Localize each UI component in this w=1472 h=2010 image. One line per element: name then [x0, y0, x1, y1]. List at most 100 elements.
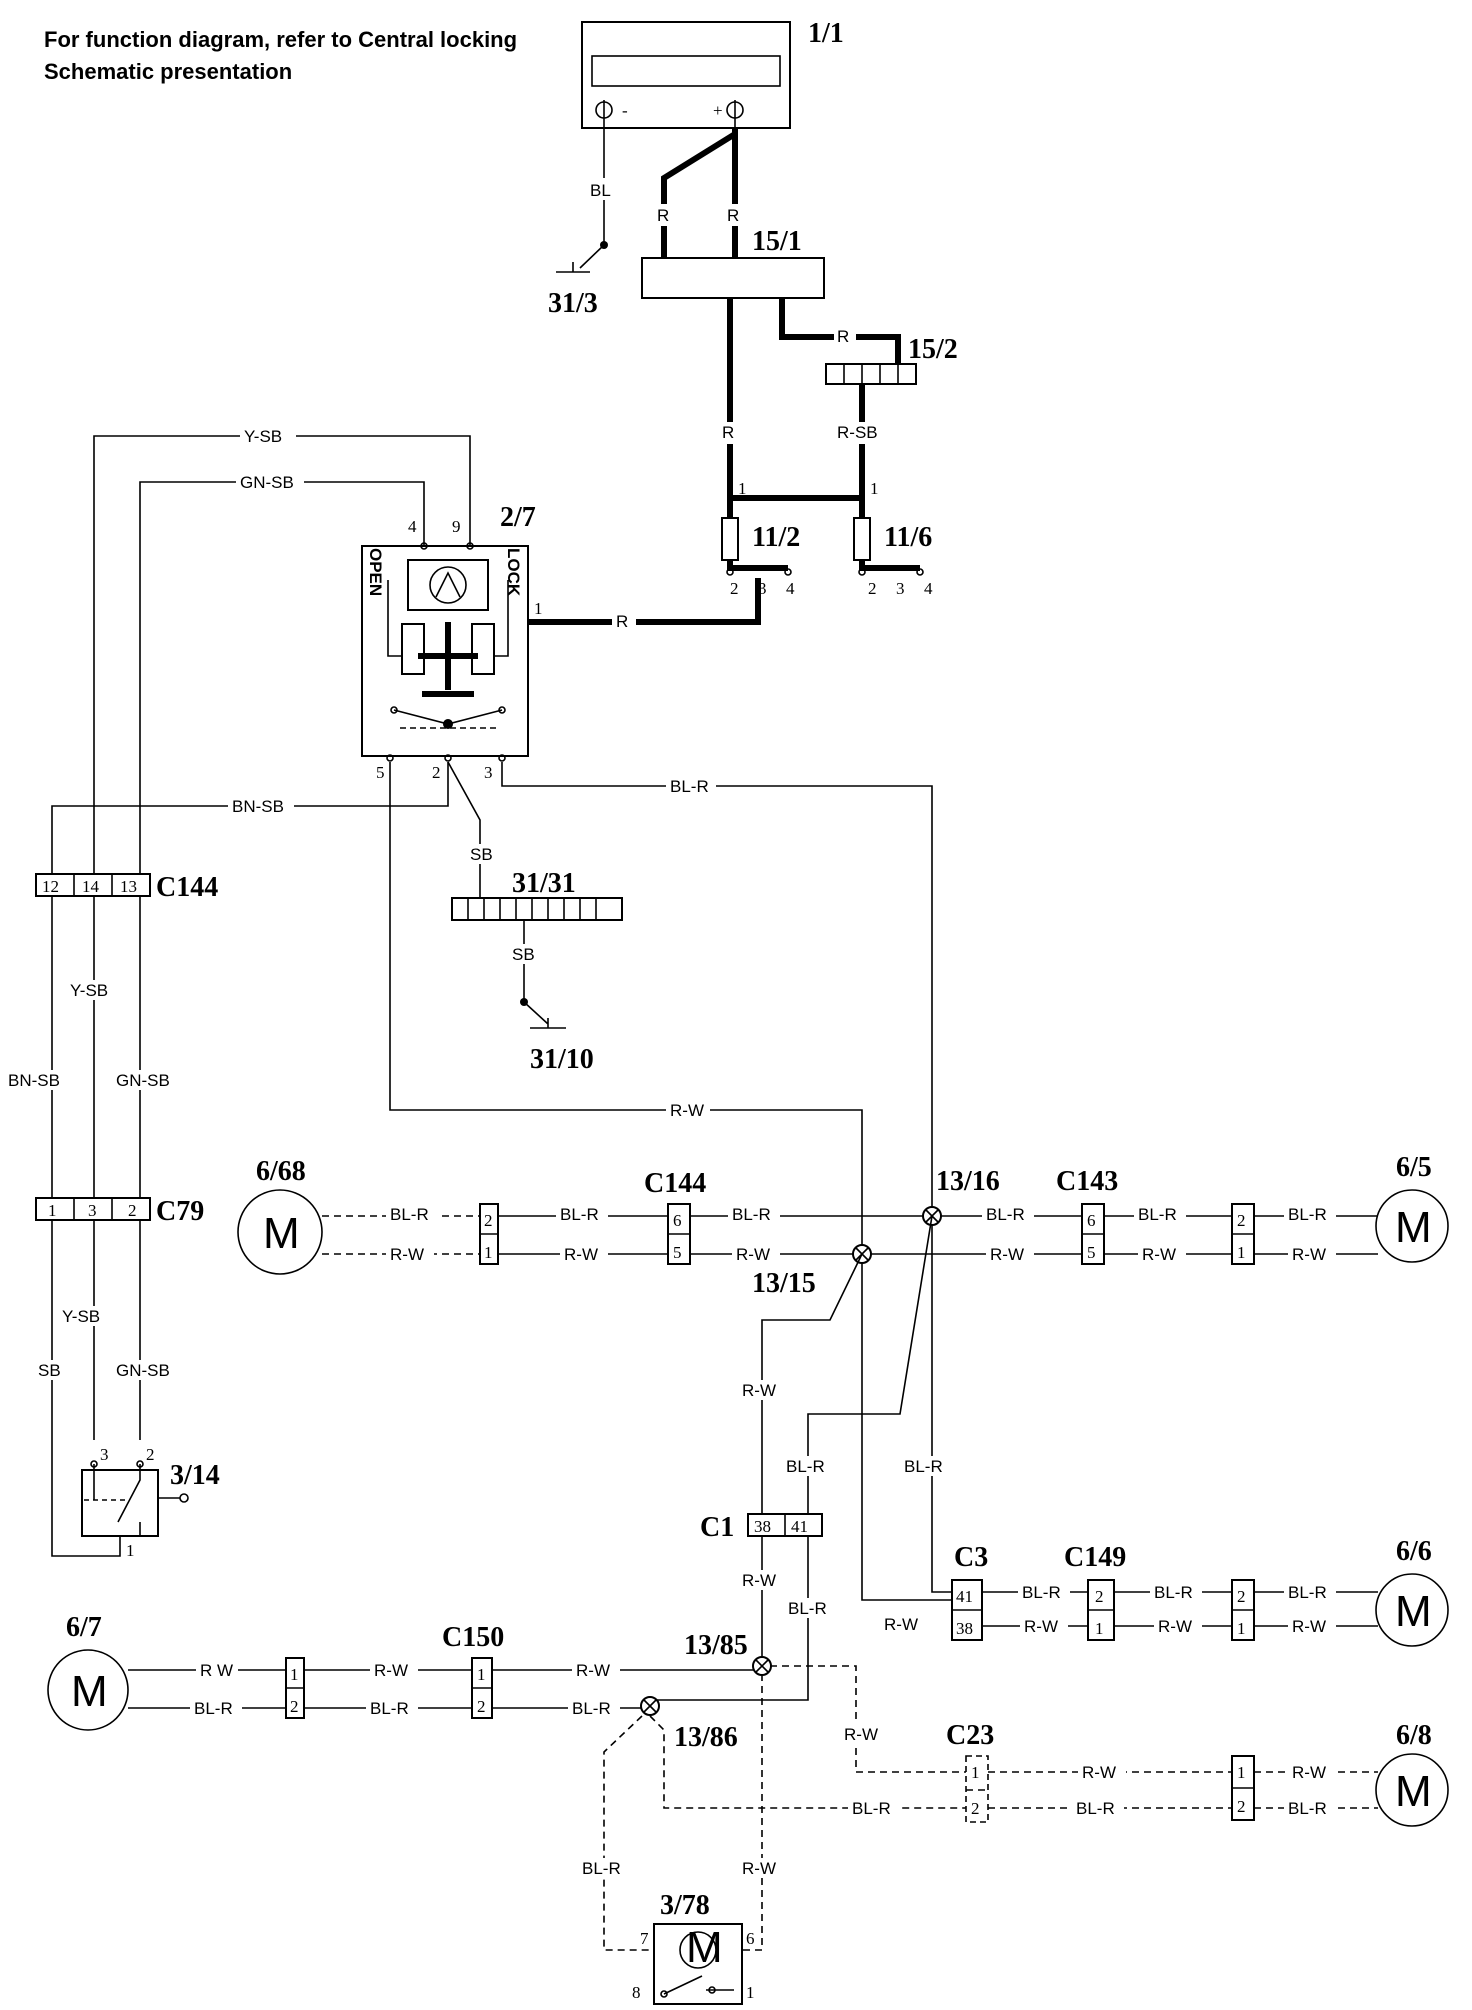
wire-label-r-w-6-5-a: R-W: [1142, 1245, 1176, 1264]
plug-6-6-pin-2: 2: [1237, 1587, 1246, 1606]
switch-lock-label: LOCK: [504, 548, 523, 597]
motor-3-78-pin-6: 6: [746, 1929, 755, 1948]
c3-label: C3: [954, 1542, 988, 1573]
ground-strip-31-31-label: 31/31: [512, 868, 576, 899]
fuse-box-15-1: [641, 257, 825, 299]
plug-6-68-pin-2: 2: [484, 1211, 493, 1230]
wire-label-r-w-6-5-b: R-W: [1292, 1245, 1326, 1264]
switch-3-14-pin-2: 2: [146, 1445, 155, 1464]
fuse-11-6-label: 11/6: [884, 522, 932, 553]
pin-2-11-6: 2: [868, 579, 877, 598]
c3-pin-41: 41: [956, 1587, 973, 1606]
switch-3-14-label: 3/14: [170, 1460, 220, 1491]
connector-6-8-plug: 1 2: [1231, 1755, 1255, 1821]
battery-minus-sign: -: [622, 101, 628, 120]
wire-label-r-w-c150: R-W: [374, 1661, 408, 1680]
motor-6-6-label: 6/6: [1396, 1536, 1432, 1567]
connector-6-7-plug: 1 2: [285, 1657, 305, 1719]
motor-3-78: M 7 6 8 1: [632, 1923, 755, 2005]
connector-c1: 38 41: [747, 1513, 823, 1537]
wire-label-sb-31-31: SB: [470, 845, 493, 864]
pin-1-11-2: 1: [738, 479, 747, 498]
wire-label-r-switch: R: [616, 612, 628, 631]
c3-pin-38: 38: [956, 1619, 973, 1638]
splice-13-86-label: 13/86: [674, 1722, 738, 1753]
pin-5-switch: 5: [376, 763, 385, 782]
wire-label-bl-r-c3: BL-R: [904, 1457, 943, 1476]
motor-3-78-pin-1: 1: [746, 1983, 755, 2002]
motor-3-78-pin-8: 8: [632, 1983, 641, 2002]
wire-label-r-w-6-8-b: R-W: [1292, 1763, 1326, 1782]
wire-label-bl-r-13-16: BL-R: [732, 1205, 771, 1224]
c79-pin-1: 1: [48, 1201, 57, 1220]
motor-6-7-label: 6/7: [66, 1612, 102, 1643]
wire-label-bl-r-3-78: BL-R: [582, 1859, 621, 1878]
connector-c23: 1 2: [965, 1755, 989, 1823]
wire-label-bl-r-13-86-in: BL-R: [572, 1699, 611, 1718]
motor-6-5-label: 6/5: [1396, 1152, 1432, 1183]
wire-label-r-w-c143: R-W: [990, 1245, 1024, 1264]
wire-label-r-w-6-6-a: R-W: [1158, 1617, 1192, 1636]
switch-2-7-label: 2/7: [500, 502, 536, 533]
fuse-15-2-label: 15/2: [908, 334, 958, 365]
motor-6-6: M: [1375, 1573, 1449, 1647]
wire-label-bn-sb-top: BN-SB: [232, 797, 284, 816]
plug-6-7-pin-1: 1: [290, 1665, 299, 1684]
wire-label-bl-r-6-5-a: BL-R: [1138, 1205, 1177, 1224]
wire-label-r-w-13-85: R-W: [742, 1571, 776, 1590]
wire-label-r-w-13-15: R-W: [736, 1245, 770, 1264]
pin-3-11-6: 3: [896, 579, 905, 598]
plug-6-8-pin-1: 1: [1237, 1763, 1246, 1782]
connector-6-5-plug: 2 1: [1231, 1203, 1255, 1265]
c150-pin-2: 2: [477, 1697, 486, 1716]
pin-4-11-2: 4: [786, 579, 795, 598]
switch-3-14-pin-1: 1: [126, 1541, 135, 1560]
motor-6-68-label: 6/68: [256, 1156, 306, 1187]
switch-3-14-pin-3: 3: [100, 1445, 109, 1464]
plug-6-5-pin-1: 1: [1237, 1243, 1246, 1262]
pin-1-11-6: 1: [870, 479, 879, 498]
lock-switch-2-7: [361, 542, 529, 762]
note-line-1: For function diagram, refer to Central l…: [44, 27, 518, 52]
motor-3-78-pin-7: 7: [640, 1929, 649, 1948]
wire-label-r-batt-2: R: [727, 206, 739, 225]
c1-label: C1: [700, 1512, 734, 1543]
wire-label-r-w-6-8-a: R-W: [1082, 1763, 1116, 1782]
connector-c149: 2 1: [1087, 1579, 1115, 1641]
plug-6-7-pin-2: 2: [290, 1697, 299, 1716]
motor-6-5-symbol: M: [1395, 1203, 1432, 1252]
connector-c150: 1 2: [471, 1657, 493, 1719]
c144-mid-pin-6: 6: [673, 1211, 682, 1230]
c1-pin-38: 38: [754, 1517, 771, 1536]
pin-2-switch: 2: [432, 763, 441, 782]
c149-pin-2: 2: [1095, 1587, 1104, 1606]
c149-label: C149: [1064, 1542, 1126, 1573]
c23-pin-2: 2: [971, 1799, 980, 1818]
motor-6-6-symbol: M: [1395, 1587, 1432, 1636]
connector-c144-mid: 6 5: [667, 1203, 691, 1265]
motor-6-8-symbol: M: [1395, 1767, 1432, 1816]
wire-label-bl-r-c144: BL-R: [560, 1205, 599, 1224]
wire-label-y-sb-top: Y-SB: [244, 427, 282, 446]
wire-label-sb-31-10: SB: [512, 945, 535, 964]
motor-3-78-label: 3/78: [660, 1890, 710, 1921]
c143-pin-5: 5: [1087, 1243, 1096, 1262]
wire-label-bl-r-6-68: BL-R: [390, 1205, 429, 1224]
wire-label-r-w-c144: R-W: [564, 1245, 598, 1264]
motor-6-8-label: 6/8: [1396, 1720, 1432, 1751]
c144-mid-pin-5: 5: [673, 1243, 682, 1262]
wire-label-r-batt-1: R: [657, 206, 669, 225]
c79-pin-2: 2: [128, 1201, 137, 1220]
wire-label-r-w-6-7: R W: [200, 1661, 233, 1680]
motor-3-78-symbol: M: [686, 1923, 723, 1972]
pin-4-11-6: 4: [924, 579, 933, 598]
wire-label-r-w-6-68: R-W: [390, 1245, 424, 1264]
splice-13-16-label: 13/16: [936, 1166, 1000, 1197]
connector-c3: 41 38: [951, 1579, 983, 1641]
wire-label-bl: BL: [590, 181, 611, 200]
wire-label-bl-r-c1: BL-R: [786, 1457, 825, 1476]
wire-label-y-sb-mid: Y-SB: [70, 981, 108, 1000]
connector-c79: 1 3 2: [35, 1197, 151, 1221]
pin-3-11-2: 3: [758, 579, 767, 598]
motor-6-7: M: [47, 1649, 129, 1731]
